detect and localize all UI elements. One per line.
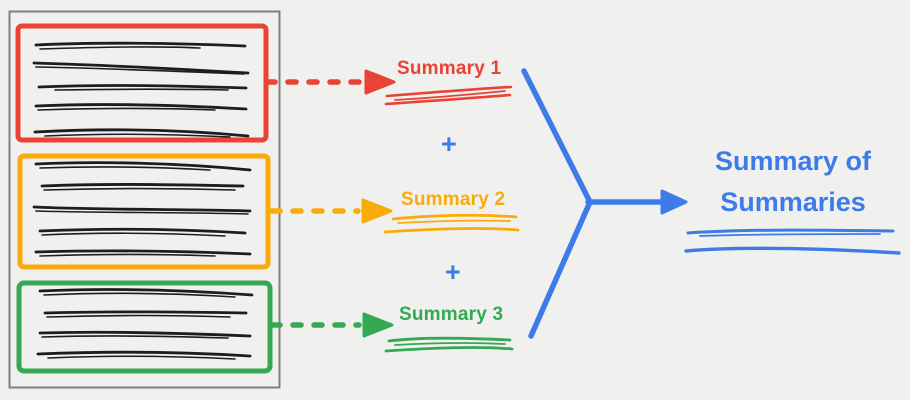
chunk-1-text-scribbles [32, 41, 250, 138]
chunk-2-summary-arrow [269, 198, 393, 224]
chunk-1-summary-arrow [264, 69, 396, 95]
chunk-3-box [16, 280, 273, 374]
arrowhead-icon [361, 198, 393, 224]
chunk-3-summary-arrow [269, 312, 394, 338]
chunk-2-box [17, 153, 271, 270]
plus-operator-1: + [441, 129, 457, 159]
document-frame [8, 10, 281, 389]
arrowhead-icon [364, 69, 396, 95]
plus-operator-2: + [445, 257, 461, 287]
summary-1-scribble [384, 85, 513, 106]
merge-fork [521, 68, 688, 339]
summary-2-scribble [383, 213, 520, 234]
arrowhead-icon [660, 189, 688, 215]
arrowhead-icon [362, 312, 394, 338]
summary-3-label: Summary 3 [399, 304, 504, 325]
result-label: Summary of Summaries [714, 146, 872, 217]
summary-2-label: Summary 2 [401, 189, 506, 210]
summary-1-label: Summary 1 [397, 58, 502, 79]
result-scribble [684, 228, 901, 255]
chunk-2-text-scribbles [32, 161, 252, 257]
chunk-3-text-scribbles [36, 288, 254, 360]
summary-3-scribble [384, 336, 514, 353]
